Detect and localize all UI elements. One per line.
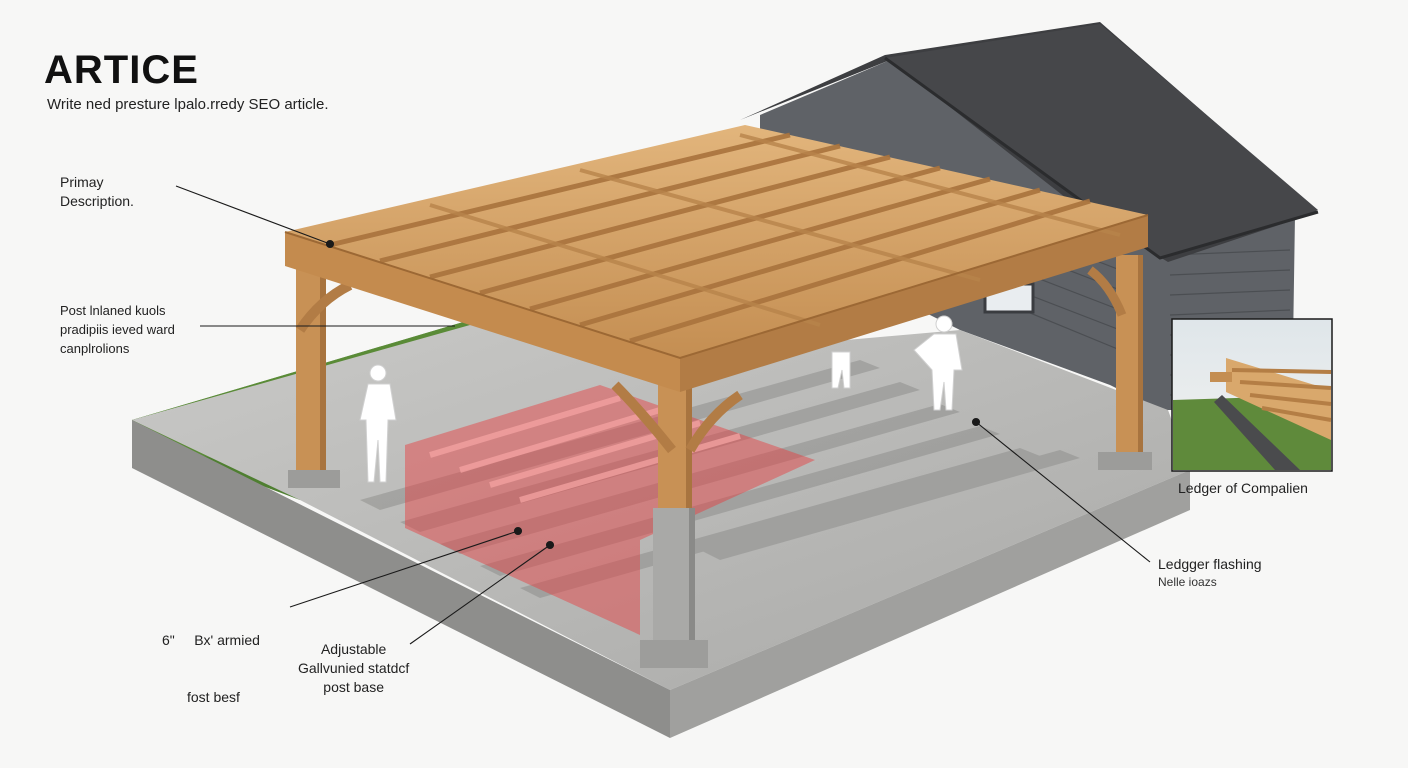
callout-post-line2: pradipiis ieved ward [60,322,175,337]
roof-gable [885,24,1318,258]
person-2 [913,315,963,411]
callout-footing-line1: 6" Bx' armied [162,632,260,648]
page-title: ARTICE [44,48,199,92]
callout-footing: 6" Bx' armied fost besf [162,593,260,745]
callout-primary: Primay Description. [60,173,134,211]
rafter-frame [284,125,1149,392]
page-subtitle: Write ned presture lpalo.rredy SEO artic… [47,96,329,113]
posts [288,255,1152,668]
inset-detail [1171,318,1333,472]
callout-footing-line2: fost besf [187,689,240,705]
callout-ledger-line2: Nelle ioazs [1158,575,1217,589]
person-1 [359,364,397,483]
callout-primary-line2: Description. [60,193,134,209]
callout-post-line1: Post lnlaned kuols [60,303,166,318]
leader-lines [175,185,1151,645]
inset-caption: Ledger of Compalien [1178,480,1308,496]
callout-base: Adjustable Gallvunied statdcf post base [298,640,409,697]
callout-base-line3: post base [323,679,384,695]
callout-base-line2: Gallvunied statdcf [298,660,410,676]
callout-ledger: Ledgger flashing Nelle ioazs [1158,555,1262,591]
callout-post-line3: canplrolions [60,341,130,356]
callout-primary-line1: Primay [60,174,104,190]
highlighted-zone [405,385,815,635]
people [359,315,963,483]
callout-base-line1: Adjustable [320,641,387,657]
person-3 [831,351,851,389]
callout-ledger-line1: Ledgger flashing [1158,556,1262,572]
callout-post: Post lnlaned kuols pradipiis ieved ward … [60,301,175,358]
